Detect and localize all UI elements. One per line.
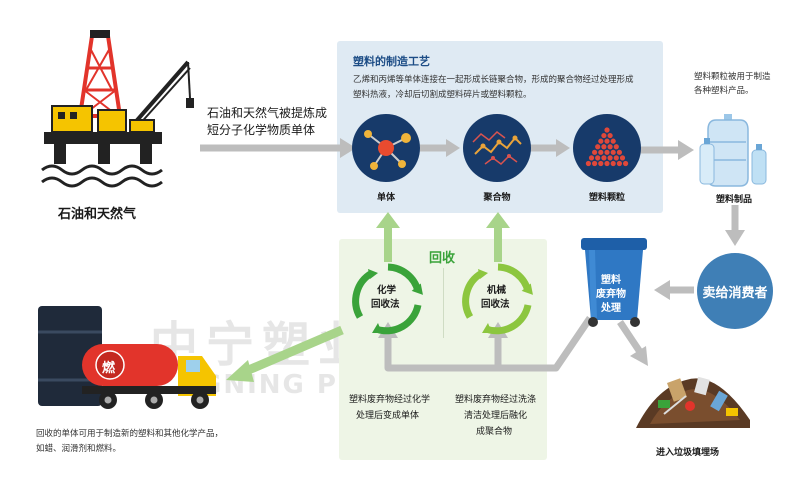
oil-gas-desc-2: 短分子化学物质单体 xyxy=(207,123,316,137)
pellet-dot xyxy=(601,155,607,161)
pellet-dot xyxy=(607,155,613,161)
pellet-dot xyxy=(598,149,604,155)
pellet-dot xyxy=(598,138,604,144)
arrow-bin-to-recycle xyxy=(384,316,593,372)
oil-rig-icon xyxy=(41,30,194,188)
mechanical-desc-2: 清洁处理后融化 xyxy=(464,411,528,421)
pellet-dot xyxy=(616,160,622,167)
pellet-dot xyxy=(607,144,613,150)
pellet-dot xyxy=(604,149,610,155)
monomer-label: 单体 xyxy=(376,193,395,203)
pellet-dot xyxy=(592,160,598,167)
bin-label-1: 塑料 xyxy=(601,275,621,286)
pellet-node xyxy=(573,114,641,182)
pellet-dot xyxy=(592,149,598,155)
pellet-dot xyxy=(619,155,626,161)
fuel-barrel-truck-icon xyxy=(38,306,216,409)
process-desc-2: 塑料热液，冷却后切割成塑料碎片或塑料颗粒。 xyxy=(353,90,532,100)
arrow-pellet-to-products-head xyxy=(678,140,694,160)
products-note-1: 塑料颗粒被用于制造 xyxy=(694,72,771,82)
mechanical-recycle-label-2: 回收法 xyxy=(481,299,510,310)
mechanical-desc-1: 塑料废弃物经过洗涤 xyxy=(455,395,537,405)
arrow-products-to-consumer-head xyxy=(725,230,745,246)
products-note-2: 各种塑料产品。 xyxy=(694,86,754,96)
pellet-label: 塑料颗粒 xyxy=(588,193,625,203)
arrow-bin-to-landfill xyxy=(617,320,643,354)
monomer-molecule-icon xyxy=(364,130,411,170)
pellet-dot xyxy=(610,138,616,144)
pellet-dot xyxy=(610,149,616,155)
sell-to-consumer-circle: 卖给消费者 xyxy=(697,253,773,329)
pellet-dot xyxy=(616,149,622,155)
reuse-note-1: 回收的单体可用于制造新的塑料和其他化学产品， xyxy=(36,429,224,439)
chemical-recycle-label-1: 化学 xyxy=(377,285,397,296)
recycle-bin-icon xyxy=(581,238,647,327)
pellet-dot xyxy=(604,127,610,133)
arrow-chemical-to-monomer-head xyxy=(376,212,400,228)
arrow-polymer-to-pellet-head xyxy=(556,139,570,157)
chemical-recycle-icon xyxy=(352,263,423,335)
chemical-recycle-label-2: 回收法 xyxy=(371,299,400,310)
mechanical-recycle-label-1: 机械 xyxy=(487,285,507,296)
pellet-dot xyxy=(607,132,613,139)
polymer-label: 聚合物 xyxy=(483,193,511,203)
plastic-bottles-icon xyxy=(699,114,767,187)
pellet-dot xyxy=(601,132,607,139)
pellet-dot xyxy=(595,155,601,161)
polymer-node xyxy=(463,114,531,182)
chemical-desc-1: 塑料废弃物经过化学 xyxy=(349,395,431,405)
pellet-pile-icon xyxy=(585,127,629,167)
landfill-garbage-icon xyxy=(636,376,750,428)
pellet-dot xyxy=(623,160,629,167)
pellet-dot xyxy=(595,144,601,150)
process-desc-1: 乙烯和丙烯等单体连接在一起形成长链聚合物，形成的聚合物经过处理形成 xyxy=(353,75,634,85)
pellet-dot xyxy=(601,144,607,150)
pellet-dot xyxy=(588,155,595,161)
polymer-chain-icon xyxy=(472,131,522,165)
arrow-bin-to-landfill-head xyxy=(630,346,648,366)
pellet-dot xyxy=(585,160,591,167)
pellet-dot xyxy=(613,144,619,150)
arrow-consumer-to-bin-head xyxy=(654,280,670,300)
products-label: 塑料制品 xyxy=(716,195,753,205)
tank-char: 燃 xyxy=(102,361,116,376)
arrow-recycle-to-truck xyxy=(242,325,344,377)
bin-label-2: 废弃物 xyxy=(596,289,626,300)
arrow-oil-to-monomer-head xyxy=(340,138,356,158)
mechanical-desc-3: 成聚合物 xyxy=(476,427,513,437)
oil-gas-desc-1: 石油和天然气被提炼成 xyxy=(207,106,328,120)
mechanical-recycle-icon xyxy=(462,263,533,335)
arrow-monomer-to-polymer-head xyxy=(446,139,460,157)
pellet-dot xyxy=(610,160,616,167)
oil-gas-title: 石油和天然气 xyxy=(58,207,137,222)
recycle-divider xyxy=(443,268,444,338)
pellet-dot xyxy=(604,160,610,167)
arrow-recycle-to-truck-head xyxy=(226,360,254,382)
pellet-dot xyxy=(604,138,610,144)
process-title: 塑料的制造工艺 xyxy=(353,55,430,68)
chemical-desc-2: 处理后变成单体 xyxy=(356,411,420,421)
recycle-title: 回收 xyxy=(429,251,456,266)
monomer-node xyxy=(352,114,420,182)
pellet-dot xyxy=(613,155,619,161)
sell-to-consumer-label: 卖给消费者 xyxy=(702,285,768,301)
pellet-dot xyxy=(598,160,604,167)
bin-label-3: 处理 xyxy=(601,303,621,314)
arrow-mechanical-to-polymer-head xyxy=(486,212,510,228)
landfill-label: 进入垃圾填埋场 xyxy=(656,448,720,458)
reuse-note-2: 如蜡、润滑剂和燃料。 xyxy=(36,444,122,454)
